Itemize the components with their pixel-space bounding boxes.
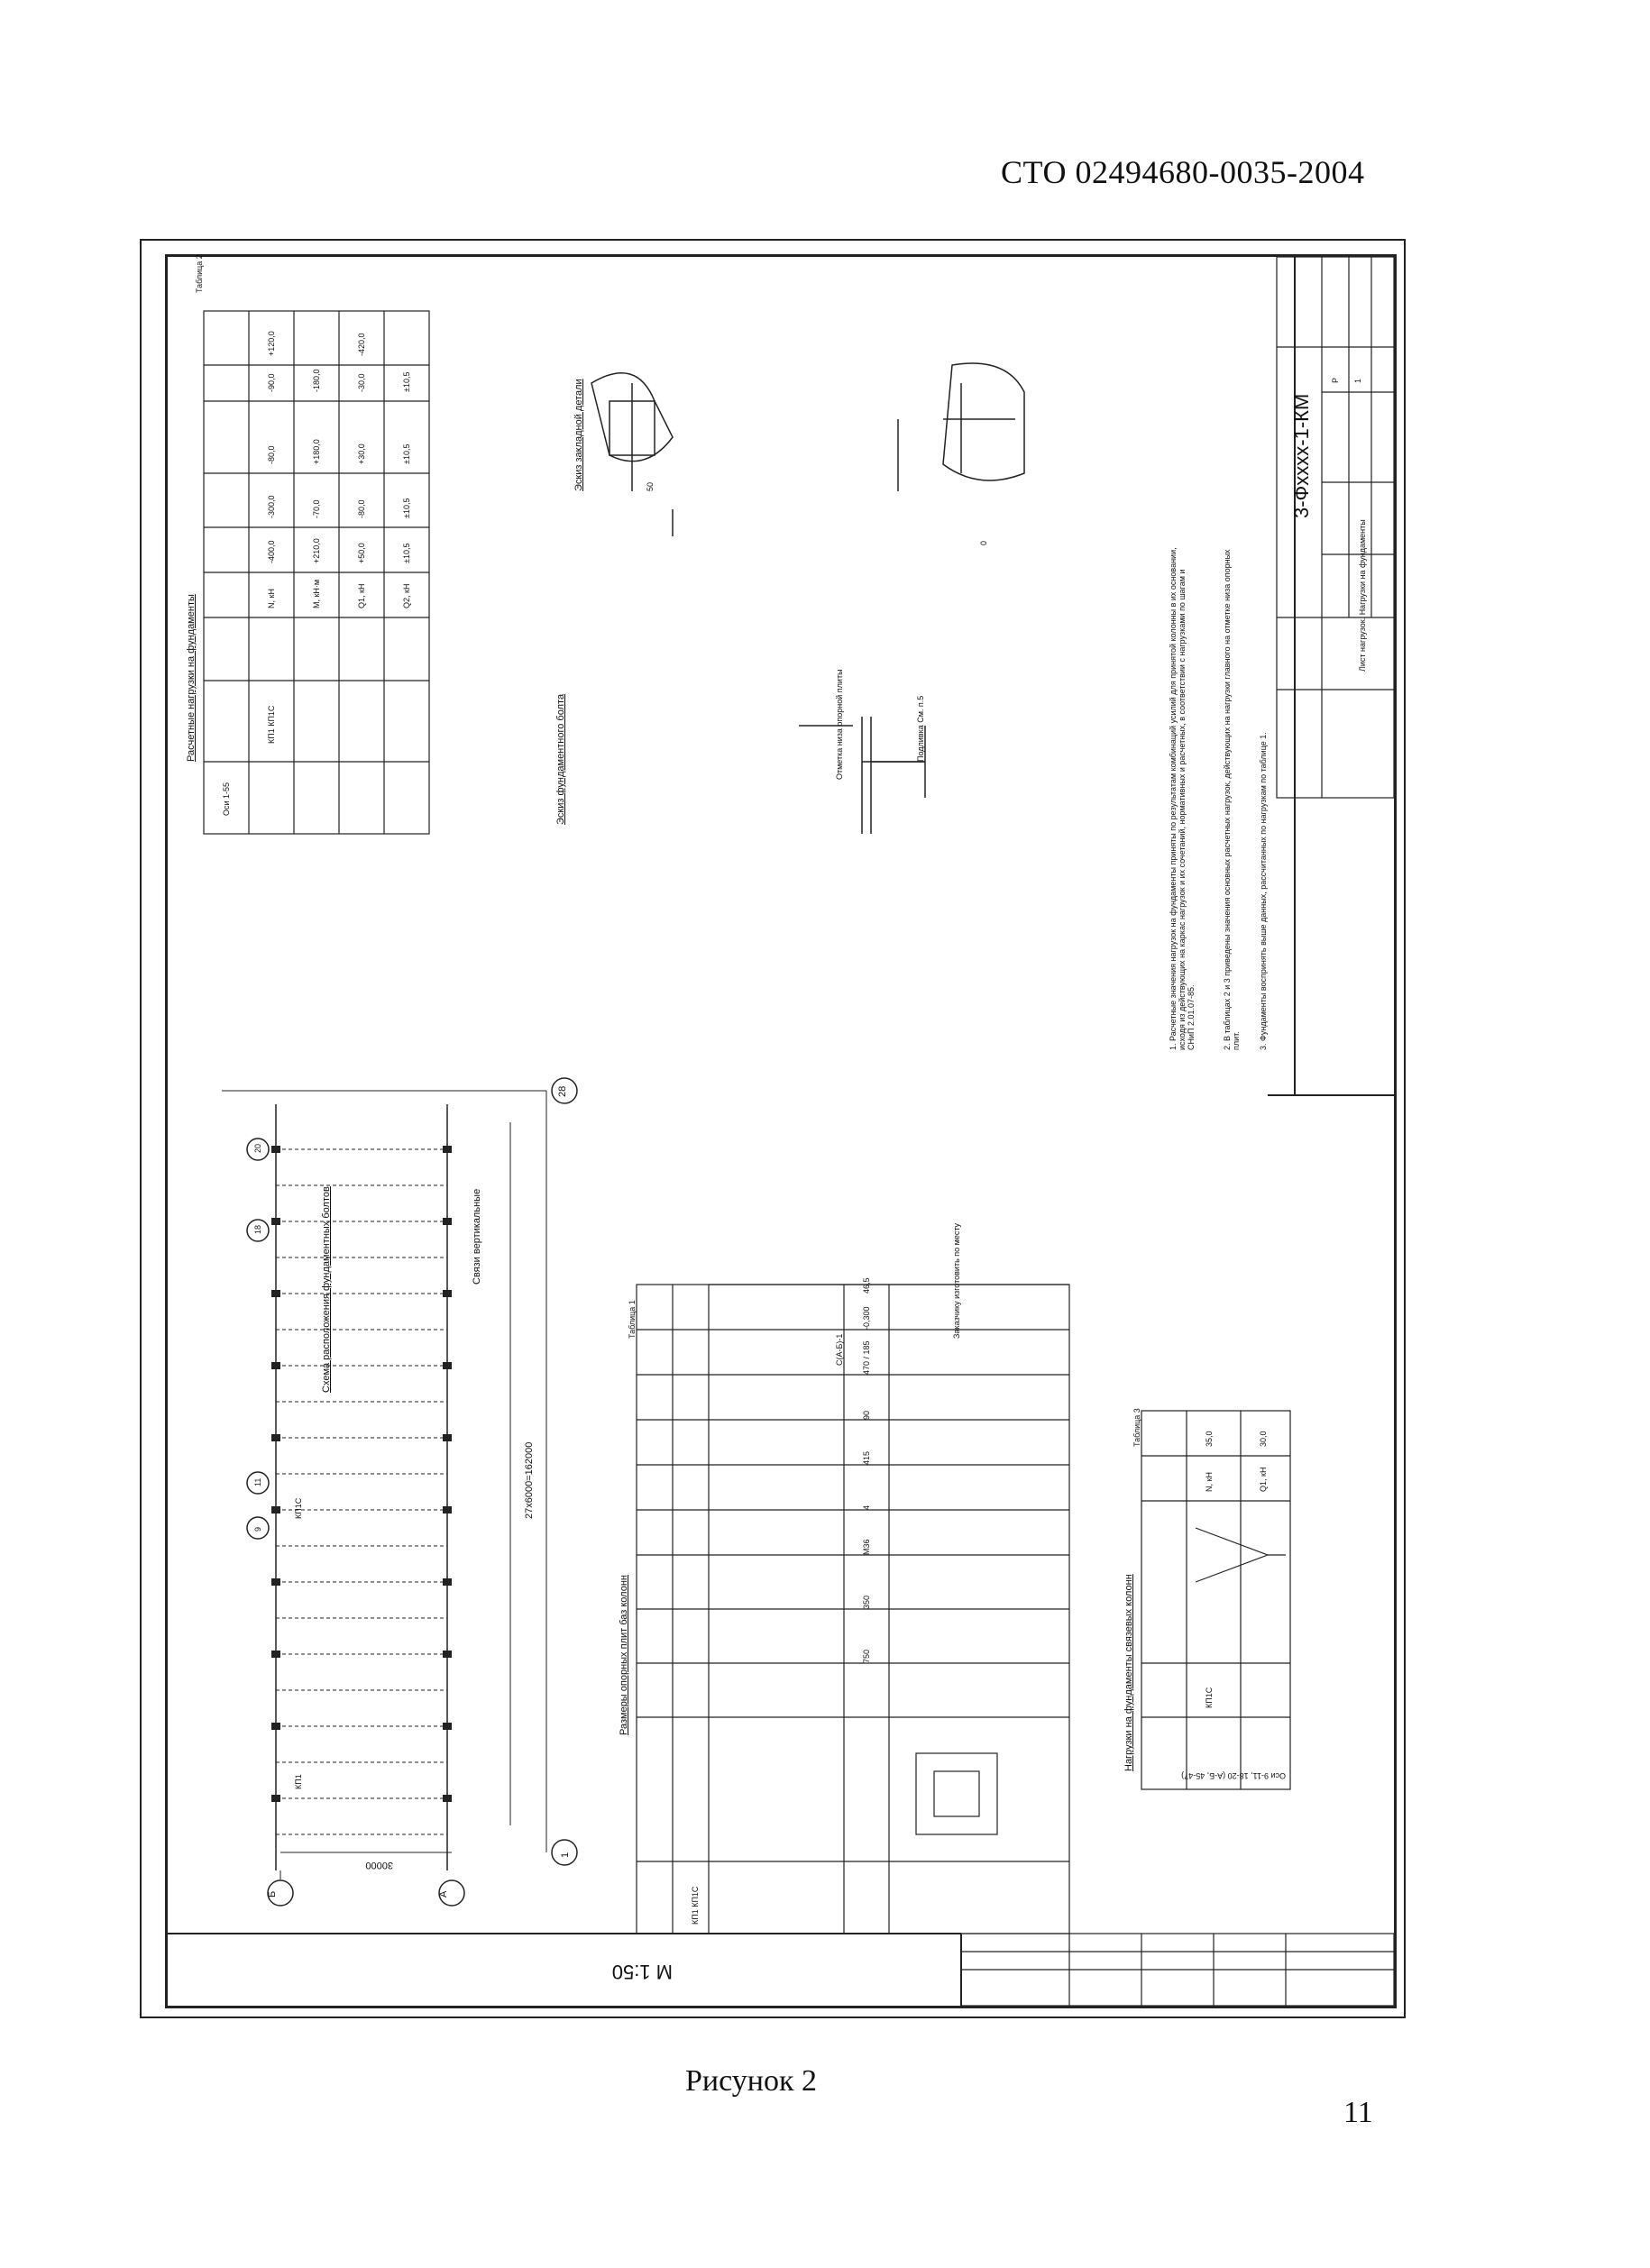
drawing-graphics bbox=[168, 257, 1394, 2006]
table-2-r4-v3: ±10,5 bbox=[402, 444, 411, 464]
table-2-r2-v4: -180,0 bbox=[312, 369, 321, 392]
table-1-row-mark: КП1 КП1С bbox=[691, 1886, 700, 1925]
table-2-r1-v2: -300,0 bbox=[267, 495, 276, 518]
embedded-detail-sketch bbox=[591, 362, 1025, 536]
table-1-title: Размеры опорных плит баз колонн bbox=[619, 1575, 629, 1735]
document-code: СТО 02494680-0035-2004 bbox=[1001, 154, 1365, 190]
table-2-r4-force: Q2, кН bbox=[402, 583, 411, 608]
table-2-r3-wind: -420,0 bbox=[357, 333, 366, 356]
table-2-r3-force: Q1, кН bbox=[357, 583, 366, 608]
table-3-r2-force: Q1, кН bbox=[1259, 1467, 1268, 1492]
drawing-sheet: М 1:50 bbox=[140, 239, 1406, 2018]
table-2-r3-v2: -80,0 bbox=[357, 499, 366, 518]
table-1-row-c1: 415 bbox=[862, 1450, 871, 1465]
embed-sketch-title: Эскиз закладной детали bbox=[573, 379, 584, 491]
table-2-r1-v4: -90,0 bbox=[267, 373, 276, 392]
table-3-title: Нагрузки на фундаменты связевых колонн bbox=[1123, 1574, 1134, 1771]
table-1-row-s1: 46,5 bbox=[862, 1277, 871, 1294]
table-2-r1-wind: +120,0 bbox=[267, 331, 276, 356]
sketch-label-elevation: Отметка низа опорной плиты bbox=[835, 669, 844, 780]
titleblock-sheet-title: Лист нагрузок. Нагрузки на фундаменты bbox=[1358, 519, 1367, 672]
table-2-r3-v1: +50,0 bbox=[357, 543, 366, 563]
axis-mark-11: 11 bbox=[253, 1477, 262, 1486]
axis-top-label: Б bbox=[267, 1890, 278, 1898]
table-2-r1-v3: -80,0 bbox=[267, 445, 276, 464]
table-1-row-s: 470 / 185 bbox=[862, 1340, 871, 1375]
dim-span: 30000 bbox=[365, 1860, 393, 1870]
table-1-row-bolt: М36 bbox=[862, 1539, 871, 1555]
axis-mark-9: 9 bbox=[253, 1526, 262, 1532]
table-3-label: Таблица 3 bbox=[1132, 1408, 1141, 1447]
sketch-label-zero: 0 bbox=[979, 540, 988, 545]
sketch-label-grout: Подливка См. п.5 bbox=[916, 695, 925, 762]
table-3-r1-val: 35,0 bbox=[1205, 1431, 1214, 1447]
table-3-mark: КП1С bbox=[1205, 1687, 1214, 1708]
table-1-row-l: 750 bbox=[862, 1649, 871, 1663]
table-1-row-note: Заказчику изготовить по месту bbox=[952, 1222, 961, 1339]
axis-mark-20: 20 bbox=[253, 1143, 262, 1153]
axis-right-end-label: 28 bbox=[557, 1085, 568, 1097]
table-2-r3-v4: -30,0 bbox=[357, 373, 366, 392]
table-2-place: Оси 1-55 bbox=[222, 782, 231, 816]
table-2-r2-v2: -70,0 bbox=[312, 499, 321, 518]
table-3-place: Оси 9-11, 18-20 (А-Б, 45-47) bbox=[1181, 1771, 1286, 1780]
table-2-r2-v1: +210,0 bbox=[312, 538, 321, 563]
axis-mark-18: 18 bbox=[253, 1224, 262, 1234]
table-2-label: Таблица 2 bbox=[195, 254, 204, 293]
bracing-label: Связи вертикальные bbox=[472, 1188, 482, 1285]
table-2-mark: КП1 КП1С bbox=[267, 705, 276, 744]
table-1-row-qty: 4 bbox=[862, 1504, 871, 1510]
bolt-sketch-title: Эскиз фундаментного болта bbox=[555, 693, 566, 825]
stamp-code: 3-Фхххх-1-КМ bbox=[1290, 393, 1313, 518]
table-2-r1-v1: -400,0 bbox=[267, 540, 276, 563]
table-1-grid bbox=[636, 1284, 1070, 1934]
table-2-r4-v2: ±10,5 bbox=[402, 498, 411, 518]
table-2-r3-v3: +30,0 bbox=[357, 444, 366, 464]
axis-bottom-label: А bbox=[438, 1890, 449, 1898]
axis-left-end-label: 1 bbox=[560, 1852, 571, 1858]
table-2-title: Расчетные нагрузки на фундаменты bbox=[186, 594, 197, 762]
table-2-grid bbox=[203, 310, 430, 835]
dim-length: 27х6000=162000 bbox=[524, 1441, 535, 1519]
table-1-label: Таблица 1 bbox=[628, 1300, 637, 1339]
bolt-sketch bbox=[799, 717, 926, 834]
table-2-r4-v4: ±10,5 bbox=[402, 371, 411, 392]
note-1: 1. Расчетные значения нагрузок на фундам… bbox=[1169, 547, 1196, 1050]
table-2-r2-force: M, кН·м bbox=[312, 579, 321, 608]
note-2: 2. В таблицах 2 и 3 приведены значения о… bbox=[1223, 549, 1241, 1050]
bolt-mark-kp1c: КП1С bbox=[294, 1497, 303, 1519]
table-2-r4-v1: ±10,5 bbox=[402, 543, 411, 563]
titleblock-sheet: 1 bbox=[1353, 378, 1362, 383]
sketch-label-50: 50 bbox=[646, 481, 655, 491]
drawing-frame: М 1:50 bbox=[165, 254, 1397, 2008]
table-1-row-b: 350 bbox=[862, 1595, 871, 1609]
figure-caption: Рисунок 2 bbox=[685, 2064, 817, 2098]
table-2-r2-v3: +180,0 bbox=[312, 439, 321, 464]
table-1-row-axes: С(А-Б)-1 bbox=[835, 1333, 844, 1366]
bolt-mark-kp1: КП1 bbox=[294, 1774, 303, 1789]
titleblock-stage: Р bbox=[1331, 377, 1340, 383]
title-block-grid bbox=[1276, 257, 1394, 799]
layout-title: Схема расположения фундаментных болтов bbox=[321, 1186, 332, 1393]
table-1-row-c2: 90 bbox=[862, 1410, 871, 1420]
bottom-title-strip bbox=[960, 1933, 1394, 2006]
table-1-row-elev: -0,300 bbox=[862, 1306, 871, 1330]
note-3: 3. Фундаменты воспринять выше данных, ра… bbox=[1259, 732, 1268, 1050]
bolt-layout-plan bbox=[222, 1077, 578, 1907]
table-3-grid bbox=[1141, 1410, 1291, 1790]
table-3-r2-val: 30,0 bbox=[1259, 1431, 1268, 1447]
table-2-r1-force: N, кН bbox=[267, 589, 276, 608]
page-number: 11 bbox=[1343, 2096, 1373, 2129]
table-3-r1-force: N, кН bbox=[1205, 1472, 1214, 1492]
